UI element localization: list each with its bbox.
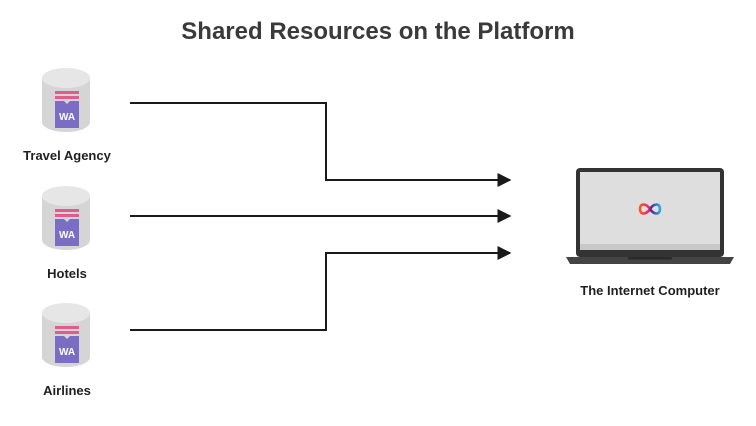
- database-icon-travel-agency: WA: [42, 68, 90, 132]
- database-icon-hotels: WA: [42, 186, 90, 250]
- wa-badge-hotels: WA: [59, 230, 75, 241]
- infinity-logo-icon: [638, 203, 662, 215]
- label-airlines: Airlines: [43, 383, 91, 398]
- connector-travel-agency: [130, 102, 512, 187]
- wa-badge-travel-agency: WA: [59, 112, 75, 123]
- diagram-title: Shared Resources on the Platform: [181, 18, 575, 45]
- connector-airlines: [130, 246, 512, 331]
- label-internet-computer: The Internet Computer: [580, 283, 720, 298]
- wa-badge-airlines: WA: [59, 347, 75, 358]
- label-hotels: Hotels: [47, 266, 87, 281]
- database-icon-airlines: WA: [42, 303, 90, 367]
- label-travel-agency: Travel Agency: [23, 148, 111, 163]
- laptop-icon: [566, 168, 734, 264]
